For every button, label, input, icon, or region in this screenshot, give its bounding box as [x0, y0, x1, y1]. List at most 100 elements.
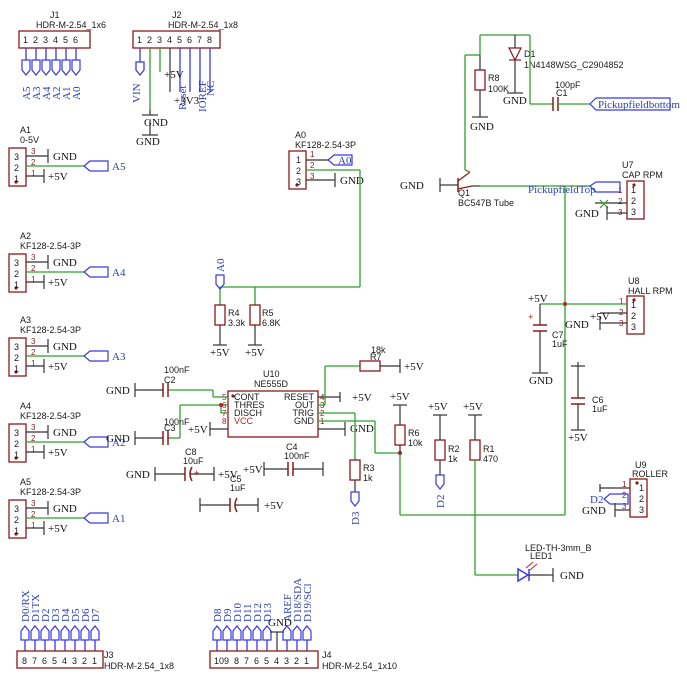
- j3-pin-number: 5: [52, 656, 57, 666]
- svg-text:1: 1: [14, 526, 19, 536]
- j4-body: [209, 650, 319, 669]
- q1-gnd: GND: [400, 180, 424, 192]
- j4-pin-number: 1: [304, 656, 309, 666]
- c2-gnd: GND: [106, 385, 130, 397]
- a1-plus5: +5V: [48, 171, 68, 183]
- c3-value: 100nF: [164, 417, 190, 427]
- j3-pin-number: 3: [72, 656, 77, 666]
- svg-text:1: 1: [622, 480, 627, 489]
- led1-ref: LED1: [530, 551, 553, 561]
- c5-ref: C5: [230, 474, 242, 484]
- svg-text:2: 2: [31, 348, 36, 357]
- led1-gnd: GND: [560, 570, 584, 582]
- u10-ref: U10: [263, 369, 280, 379]
- c8-ref: C8: [185, 447, 197, 457]
- j2-gnd-1: GND: [144, 117, 168, 129]
- r3-ref: R3: [363, 463, 375, 473]
- r2-net-d2: D2: [435, 495, 447, 508]
- svg-text:2: 2: [14, 353, 19, 363]
- svg-text:1: 1: [14, 450, 19, 460]
- u8-body: [626, 295, 645, 335]
- svg-text:1: 1: [31, 359, 36, 368]
- u7-net-label: PickupfieldTop: [528, 184, 596, 196]
- r7-body: [359, 360, 381, 372]
- j2-pin-number: 3: [157, 35, 162, 45]
- analog-input-connectors: A10-5V332211GNDA5+5VA2KF128-2.54-3P33221…: [8, 125, 126, 539]
- a3-net-label: A3: [112, 351, 126, 363]
- svg-text:2: 2: [14, 163, 19, 173]
- c1-value: 100pF: [555, 80, 581, 90]
- c7-plus5: +5V: [528, 293, 548, 305]
- c7-ref: C7: [552, 330, 564, 340]
- j4-net-label: D18/SDA: [292, 578, 304, 622]
- j4-net-label: D13: [262, 603, 274, 622]
- a2-ref: A2: [20, 231, 31, 241]
- j1-net-label: A3: [31, 86, 43, 100]
- a2-net-label: A4: [112, 267, 126, 279]
- r8-ref: R8: [488, 73, 500, 83]
- j2-gnd-2: GND: [136, 136, 160, 148]
- a0-gnd: GND: [340, 175, 364, 187]
- svg-text:3: 3: [14, 342, 19, 352]
- r4-ref: R4: [228, 308, 240, 318]
- c2-value: 100nF: [164, 365, 190, 375]
- a3-ref: A3: [20, 315, 31, 325]
- j2-pin-number: 4: [167, 35, 172, 45]
- c4-value: 100nF: [284, 451, 310, 461]
- a5-ref: A5: [20, 477, 31, 487]
- r8-body: [474, 69, 486, 91]
- svg-text:1: 1: [310, 150, 315, 159]
- voltage-divider: R4 3.3k R5 6.8K +5V +5V A0: [210, 170, 361, 359]
- a1-ref: A1: [20, 125, 31, 135]
- c1-net-label: Pickupfieldbottom: [598, 99, 680, 111]
- c6-value: 1uF: [592, 404, 608, 414]
- j4-net-label: D19/SCl: [302, 583, 314, 622]
- svg-text:+: +: [194, 468, 199, 478]
- svg-text:2: 2: [14, 515, 19, 525]
- j2-pin-number: 6: [187, 35, 192, 45]
- svg-text:3: 3: [31, 499, 36, 508]
- svg-text:3: 3: [31, 337, 36, 346]
- j2-ref: J2: [172, 10, 182, 20]
- j2-pin-number: 2: [147, 35, 152, 45]
- j4-pin-number: 9: [224, 656, 229, 666]
- r7-plus5: +5V: [404, 361, 424, 373]
- c6-ref: C6: [592, 395, 604, 405]
- d1-value: 1N4148WSG_C2904852: [524, 60, 624, 70]
- r1-ref: R1: [483, 444, 495, 454]
- a4-net-label: A2: [112, 437, 125, 449]
- j2-value: HDR-M-2.54_1x8: [168, 20, 238, 30]
- r3-net-d3: D3: [350, 511, 362, 525]
- svg-text:3: 3: [639, 505, 644, 515]
- j4-pin-number: 3: [284, 656, 289, 666]
- j3-net-label: D3: [50, 608, 62, 622]
- svg-text:1: 1: [631, 300, 636, 310]
- svg-text:3: 3: [31, 147, 36, 156]
- connector-u8: U8 HALL RPM 1 2 3 1 2 3 +5V GND + GND +5…: [528, 186, 673, 515]
- r7-value: 18k: [371, 345, 386, 355]
- r4-body: [214, 304, 226, 326]
- svg-text:2: 2: [622, 491, 627, 500]
- c8-value: 10uF: [183, 456, 204, 466]
- a5-gnd: GND: [53, 503, 77, 515]
- r1-value: 470: [483, 454, 498, 464]
- svg-text:1: 1: [639, 483, 644, 493]
- j3-pin-number: 4: [62, 656, 67, 666]
- j2-pin-number: 1: [137, 35, 142, 45]
- a4-ref: A4: [20, 401, 31, 411]
- svg-text:2: 2: [639, 494, 644, 504]
- u9-value: ROLLER: [632, 469, 669, 479]
- j2-net-nc: NC: [205, 81, 217, 96]
- u9-net-d2: D2: [590, 494, 603, 506]
- u10-vcc-plus5: +5V: [188, 424, 208, 436]
- j1-net-label: A4: [41, 86, 53, 100]
- a2-plus5: +5V: [48, 277, 68, 289]
- c5-value: 1uF: [230, 483, 246, 493]
- c8-gnd: GND: [126, 469, 150, 481]
